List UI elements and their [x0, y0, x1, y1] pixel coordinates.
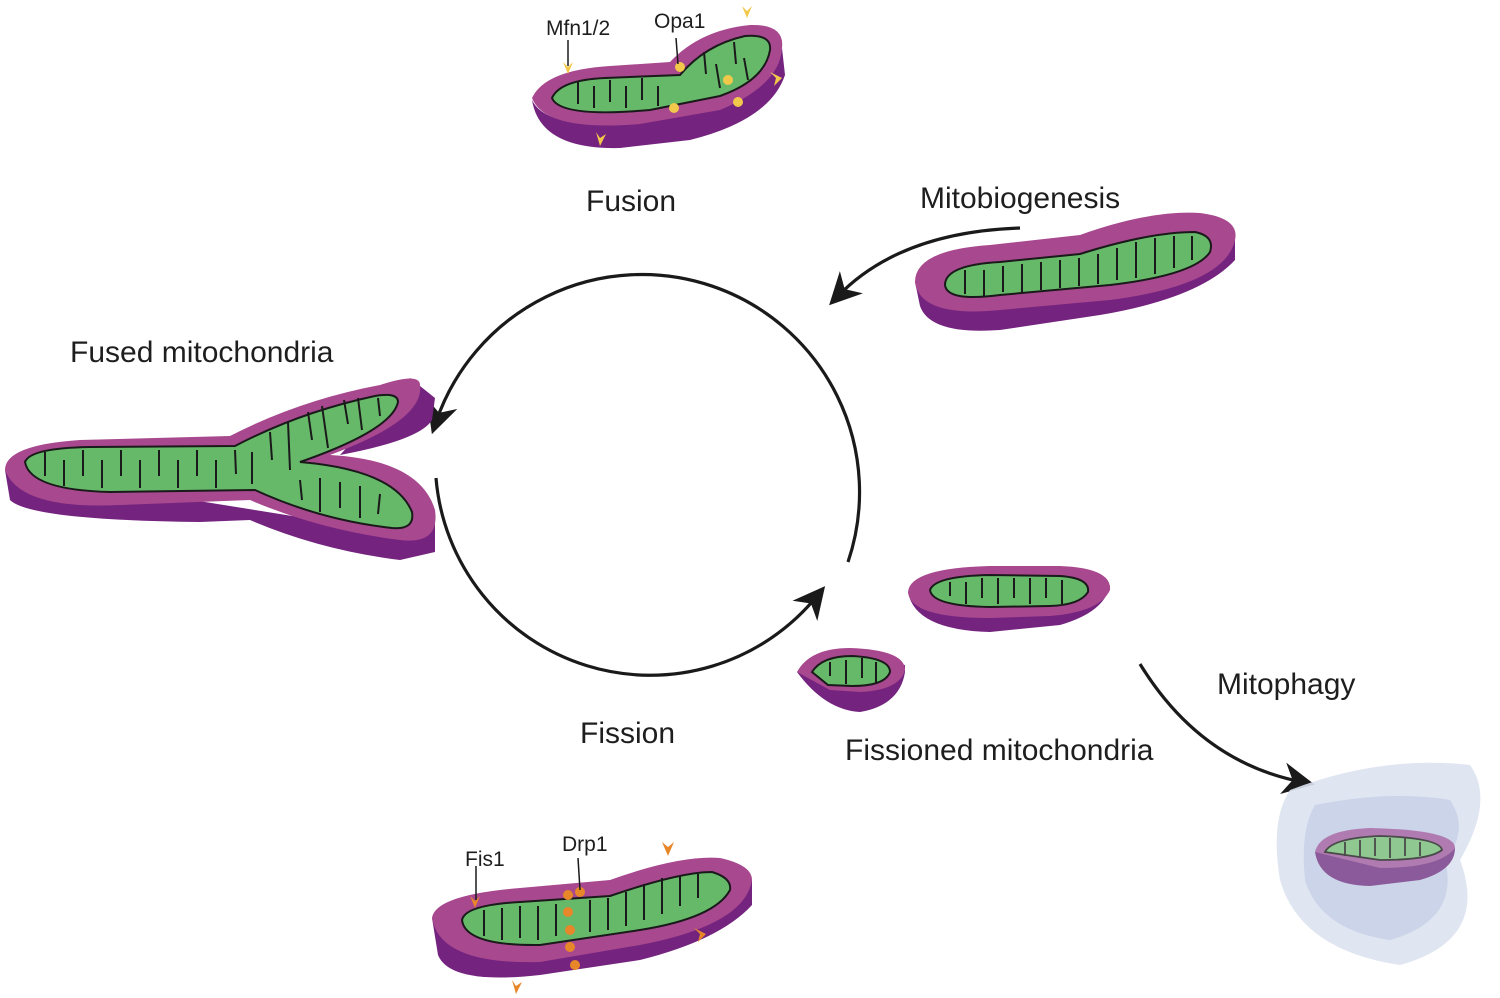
fis1-markers — [470, 842, 706, 994]
fis1-label: Fis1 — [465, 848, 505, 871]
mfn-label: Mfn1/2 — [546, 17, 610, 40]
biogenesis-mitochondrion — [915, 212, 1236, 331]
fissioned-mitochondrion-small — [797, 648, 905, 712]
cycle-arrows — [427, 226, 1315, 794]
autophagosome — [1276, 762, 1481, 965]
mitophagy-label: Mitophagy — [1217, 668, 1355, 701]
fusion-mitochondrion — [532, 6, 785, 149]
mfn-markers — [563, 6, 782, 146]
fused-mitochondrion — [5, 378, 436, 560]
fusion-arrow — [427, 272, 862, 563]
fused-mitochondria-label: Fused mitochondria — [70, 336, 334, 369]
drp1-markers — [563, 887, 585, 970]
opa1-markers — [669, 62, 743, 113]
fission-arrow — [434, 477, 826, 677]
fission-mitochondrion — [432, 842, 752, 994]
labels: Fusion Fission Mitobiogenesis Mitophagy … — [70, 10, 1355, 871]
fission-label: Fission — [580, 717, 675, 750]
mitophagy-arrow — [1138, 663, 1315, 794]
drp1-label: Drp1 — [562, 833, 608, 856]
fissioned-mitochondria-label: Fissioned mitochondria — [845, 734, 1154, 767]
mitobiogenesis-arrow — [829, 226, 1021, 306]
opa1-label: Opa1 — [654, 10, 705, 33]
fissioned-mitochondrion-large — [908, 566, 1111, 632]
mitobiogenesis-label: Mitobiogenesis — [920, 182, 1120, 215]
fusion-label: Fusion — [586, 185, 676, 218]
